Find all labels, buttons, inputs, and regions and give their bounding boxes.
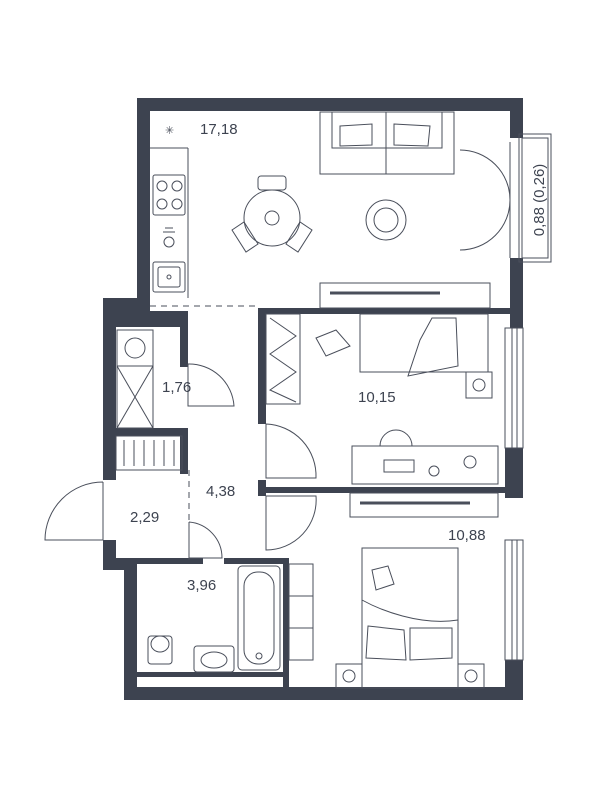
laundry-area: 1,76 xyxy=(162,379,191,396)
living-furniture xyxy=(231,111,491,309)
balcony xyxy=(518,133,552,263)
windows xyxy=(504,327,524,661)
bedroom2-area: 10,88 xyxy=(448,527,486,544)
entrance-area: 2,29 xyxy=(130,509,159,526)
laundry-fixtures xyxy=(115,329,183,471)
bedroom2-furniture xyxy=(288,492,499,689)
balcony-area-label: 0,88 (0,26) xyxy=(531,164,548,237)
living-kitchen-area: 17,18 xyxy=(200,121,238,138)
zone-separators xyxy=(150,305,260,560)
walls xyxy=(103,98,523,700)
bedroom1-furniture xyxy=(265,313,499,485)
sparkle-icon: ✳ xyxy=(165,124,174,137)
bathroom-fixtures xyxy=(147,565,281,673)
bathroom-area: 3,96 xyxy=(187,577,216,594)
kitchen-counter xyxy=(150,147,189,298)
doors xyxy=(44,142,511,559)
bedroom1-area: 10,15 xyxy=(358,389,396,406)
hall-area: 4,38 xyxy=(206,483,235,500)
